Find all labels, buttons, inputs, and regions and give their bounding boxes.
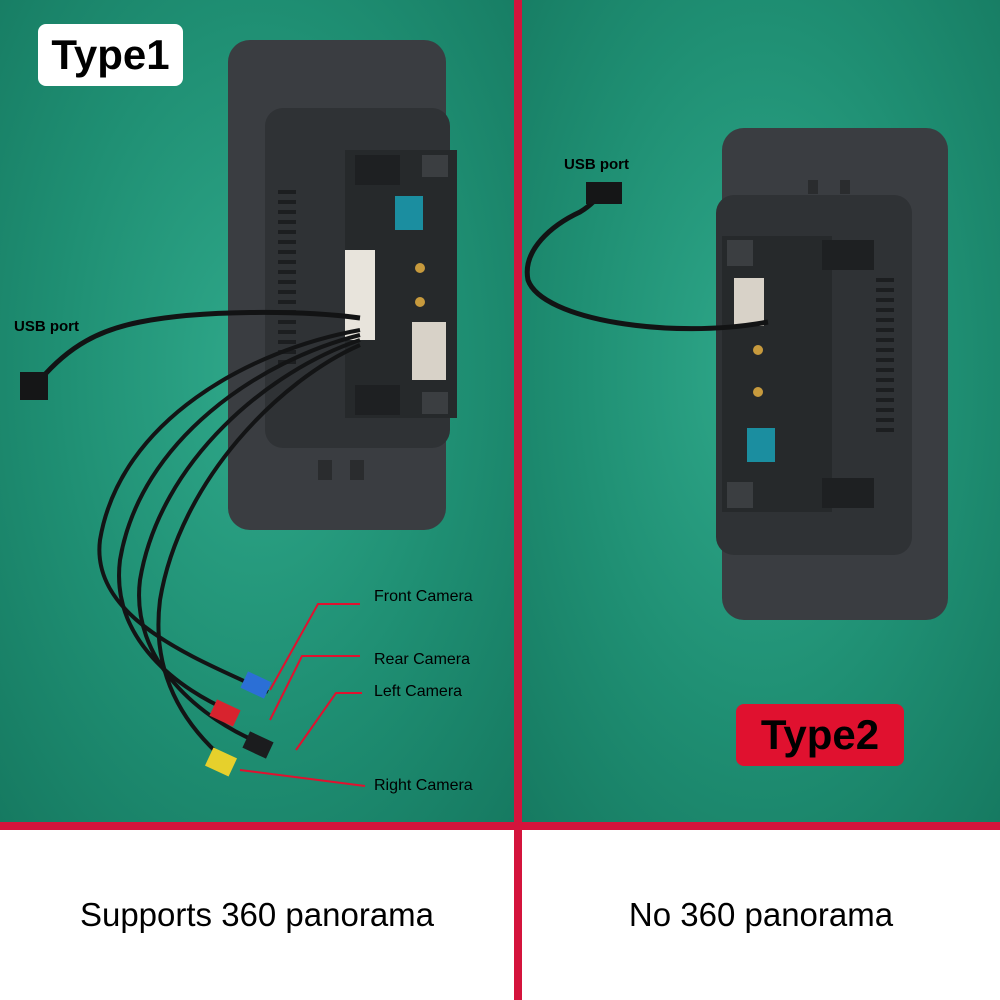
type2-device-illustration: [524, 128, 948, 620]
type1-caption: Supports 360 panorama: [79, 896, 435, 933]
vent-slots: [876, 278, 894, 432]
type2-caption: No 360 panorama: [628, 896, 894, 933]
rear-camera-pointer: [269, 655, 360, 721]
usb-cable: [524, 193, 769, 332]
hdmi-connector-blue: [747, 428, 775, 462]
connector-panel: [722, 236, 832, 512]
usb-cable: [38, 309, 361, 382]
front-camera-cable: [97, 328, 361, 694]
horizontal-divider: [0, 822, 1000, 830]
right-camera-pointer: [239, 769, 366, 787]
front-camera-pointer: [269, 603, 360, 691]
antenna-connector-1: [753, 345, 763, 355]
black-rca-plug: [242, 731, 274, 759]
rear-camera-label: Rear Camera: [374, 651, 471, 668]
red-rca-plug: [209, 699, 241, 727]
type1-usb-port-label: USB port: [14, 318, 79, 335]
right-camera-label: Right Camera: [374, 777, 473, 794]
left-camera-cable: [137, 338, 361, 747]
type1-badge: Type1: [38, 24, 183, 86]
antenna-connector-2: [415, 297, 425, 307]
photo-type1: USB port Front Camera Rear Camera Left C…: [0, 0, 514, 822]
antenna-connector-2: [753, 387, 763, 397]
hdmi-connector-blue: [395, 196, 423, 230]
blue-rca-plug: [240, 671, 272, 699]
front-camera-label: Front Camera: [374, 588, 473, 605]
main-harness-plug: [734, 278, 764, 326]
left-camera-label: Left Camera: [374, 683, 463, 700]
type2-badge: Type2: [736, 704, 904, 766]
vertical-divider: [514, 0, 522, 1000]
yellow-rca-plug: [204, 747, 238, 777]
left-camera-pointer: [295, 692, 362, 751]
antenna-connector-1: [415, 263, 425, 273]
usb-plug: [20, 372, 48, 400]
type2-usb-port-label: USB port: [564, 156, 629, 173]
label-sticker: [345, 250, 375, 340]
usb-plug: [586, 182, 622, 204]
main-harness-plug: [412, 322, 446, 380]
type1-device-illustration: [20, 40, 457, 787]
rear-camera-cable: [117, 333, 361, 714]
photo-type2: USB port: [522, 0, 1000, 822]
right-camera-cable: [156, 343, 361, 762]
